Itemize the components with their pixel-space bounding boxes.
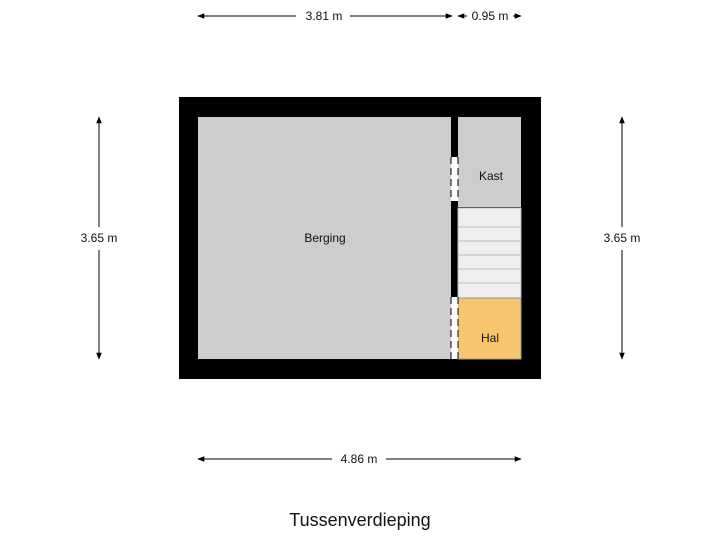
label-berging: Berging [304,231,345,245]
svg-text:4.86 m: 4.86 m [341,452,378,466]
dimension-top-right: 0.95 m [457,9,522,23]
dimension-right: 3.65 m [604,116,641,360]
door-opening-kast [450,157,459,201]
dimension-top-left: 3.81 m [197,9,453,23]
label-hal: Hal [481,331,499,345]
room-kast [458,117,521,207]
dimension-bottom: 4.86 m [197,452,522,466]
door-opening-hal [450,297,459,359]
dimension-left: 3.65 m [81,116,118,360]
svg-text:3.65 m: 3.65 m [81,231,118,245]
room-hal [457,297,522,360]
label-kast: Kast [479,169,504,183]
room-berging [198,117,451,359]
svg-text:3.65 m: 3.65 m [604,231,641,245]
staircase [457,207,522,299]
floor-title: Tussenverdieping [289,510,430,530]
svg-text:0.95 m: 0.95 m [472,9,509,23]
svg-text:3.81 m: 3.81 m [306,9,343,23]
